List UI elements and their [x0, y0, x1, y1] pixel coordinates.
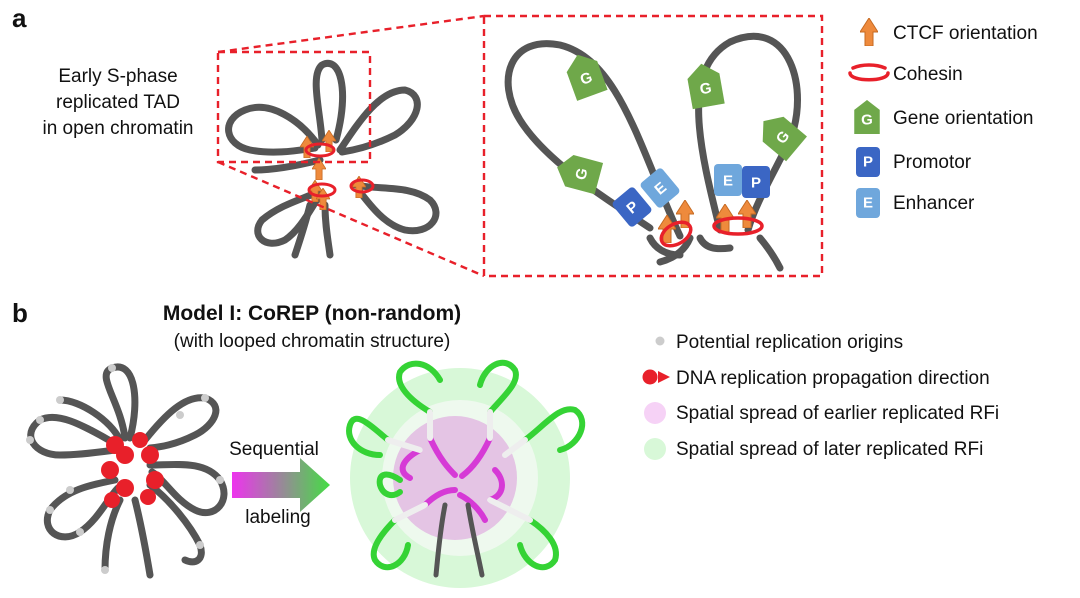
zoom-source-box [216, 50, 372, 164]
model-title: Model I: CoREP (non-random) [163, 302, 461, 325]
tad-caption-line-1: Early S-phase [58, 66, 177, 87]
legend-b: Potential replication origins DNA replic… [642, 332, 999, 460]
legend-a-ctcf: CTCF orientation [860, 18, 1038, 46]
zoom-connector-bottom [217, 160, 485, 278]
model-subtitle: (with looped chromatin structure) [174, 331, 451, 352]
legend-a-promotor: P Promotor [856, 147, 972, 177]
legend-b-direction: DNA replication propagation direction [642, 368, 990, 389]
zoomed-ctcf-and-cohesin [658, 200, 764, 248]
legend-b-late-spread: Spatial spread of later replicated RFi [644, 438, 983, 460]
promotor-box-icon: P [856, 147, 880, 177]
legend-b-early-spread: Spatial spread of earlier replicated RFi [644, 402, 999, 424]
sequential-label: Sequential [229, 439, 319, 460]
svg-text:P: P [751, 175, 761, 192]
ctcf-arrow-icon [860, 18, 878, 46]
svg-text:E: E [723, 173, 733, 190]
legend-a-gene-text: Gene orientation [893, 108, 1034, 129]
svg-text:G: G [578, 69, 595, 89]
legend-a-gene: G Gene orientation [854, 100, 1034, 134]
svg-text:P: P [863, 154, 873, 171]
labeling-label: labeling [245, 507, 311, 528]
enhancer-box-icon: E [856, 188, 880, 218]
cohesin-ring-icon [848, 63, 890, 82]
zoom-detail-box [482, 14, 824, 278]
zoom-connector-top [217, 14, 485, 54]
legend-a-promotor-text: Promotor [893, 152, 972, 173]
panel-a-label: a [12, 3, 27, 33]
legend-a-cohesin: Cohesin [848, 63, 963, 85]
origin-structure [26, 363, 228, 579]
zoomed-gene-tags: G G G G [552, 49, 807, 195]
legend-a: CTCF orientation Cohesin G Gene orientat… [848, 18, 1038, 218]
zoomed-regulatory-boxes: P E E P [612, 164, 770, 227]
legend-b-direction-text: DNA replication propagation direction [676, 368, 990, 389]
panel-b-label: b [12, 298, 28, 328]
legend-b-late-spread-text: Spatial spread of later replicated RFi [676, 439, 983, 460]
legend-b-early-spread-text: Spatial spread of earlier replicated RFi [676, 403, 999, 424]
tad-caption: Early S-phase replicated TAD in open chr… [42, 66, 193, 139]
gene-tag-icon: G [854, 100, 880, 134]
svg-text:E: E [863, 195, 873, 212]
legend-a-cohesin-text: Cohesin [893, 64, 963, 85]
svg-text:G: G [698, 80, 712, 99]
legend-a-enhancer: E Enhancer [856, 188, 975, 218]
replication-direction-icon [642, 369, 670, 385]
svg-text:G: G [572, 166, 591, 182]
small-tad-structure [225, 59, 440, 259]
green-spread-icon [644, 438, 666, 460]
magenta-spread-icon [644, 402, 666, 424]
legend-a-enhancer-text: Enhancer [893, 193, 975, 214]
tad-caption-line-3: in open chromatin [42, 118, 193, 139]
origin-dot-icon [655, 336, 665, 346]
legend-b-origins-text: Potential replication origins [676, 332, 903, 353]
legend-a-ctcf-text: CTCF orientation [893, 23, 1038, 44]
tad-caption-line-2: replicated TAD [56, 92, 180, 113]
sequential-labeling-arrow [232, 458, 330, 512]
replicated-structure [346, 359, 586, 588]
legend-b-origins: Potential replication origins [655, 332, 903, 353]
svg-text:G: G [861, 112, 873, 129]
